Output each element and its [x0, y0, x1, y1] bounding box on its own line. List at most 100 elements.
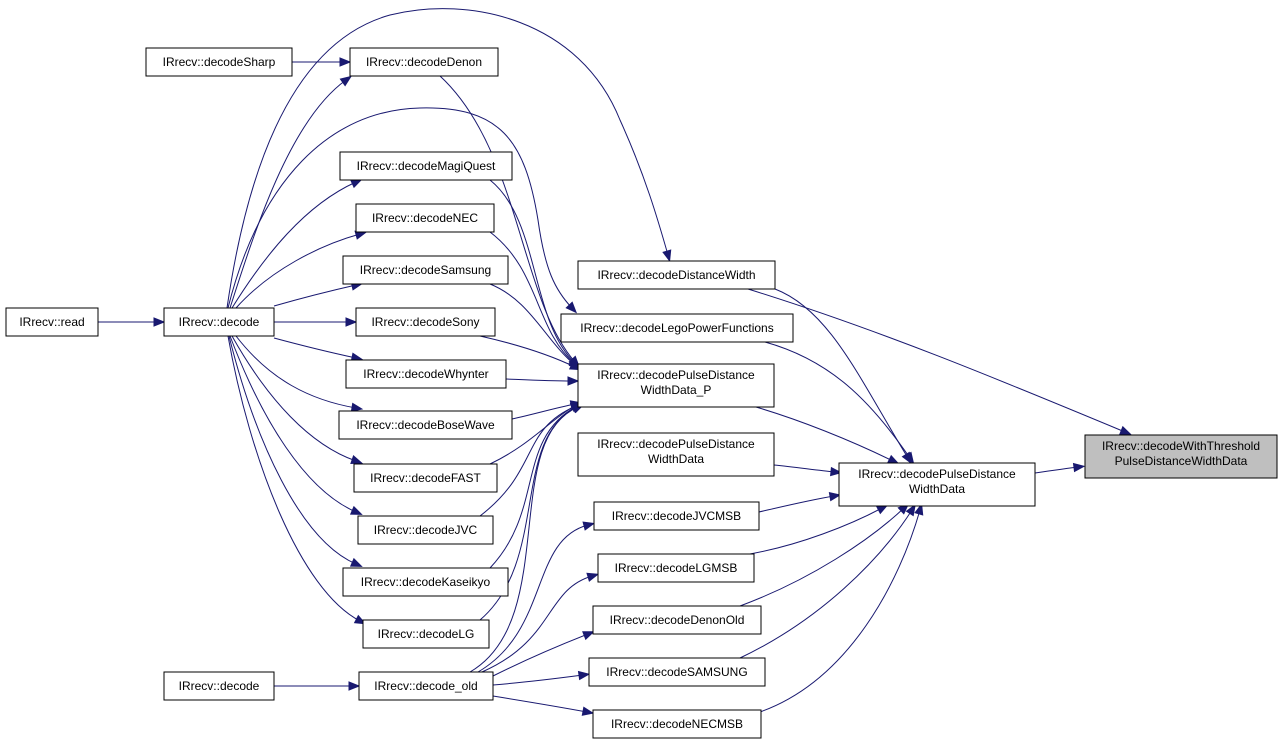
arrowhead-icon	[565, 301, 578, 314]
edge-decode-whynter-to-decode-pulse-distance-width-data-p	[505, 376, 580, 386]
edge-line	[747, 288, 1126, 433]
decode-sharp-node[interactable]: IRrecv::decodeSharp	[145, 47, 293, 77]
arrowhead-icon	[914, 502, 924, 516]
node-box	[1084, 434, 1278, 479]
decode-lg-node[interactable]: IRrecv::decodeLG	[362, 619, 490, 649]
arrowhead-icon	[350, 455, 363, 465]
node-box	[338, 410, 513, 440]
arrowhead-icon	[582, 521, 596, 531]
node-label: IRrecv::decodePulseDistance	[597, 368, 755, 382]
edge-decode-old-to-decode-jvcmsb	[477, 521, 596, 673]
node-box	[339, 151, 513, 181]
node-label: IRrecv::decodeKaseikyo	[361, 575, 491, 589]
node-box	[588, 657, 766, 687]
node-box	[145, 47, 293, 77]
node-box	[838, 462, 1036, 507]
edge-decode-old-to-decode-lgmsb	[481, 572, 600, 673]
edge-line	[758, 495, 835, 513]
edge-line	[489, 283, 576, 366]
edge-decode-to-decode-denon	[229, 75, 352, 309]
edge-line	[505, 378, 573, 382]
edge-line	[1034, 466, 1079, 474]
edge-line	[739, 509, 913, 659]
edge-line	[764, 341, 911, 459]
decode-samsung-node[interactable]: IRrecv::decodeSAMSUNG	[588, 657, 766, 687]
decode-whynter-node[interactable]: IRrecv::decodeWhynter	[345, 359, 507, 389]
edge-decode-to-decode-lego-power-functions	[227, 107, 578, 314]
arrowhead-icon	[349, 557, 363, 567]
edge-line	[489, 231, 576, 365]
node-label: IRrecv::decode_old	[374, 679, 477, 693]
edge-line	[469, 406, 579, 673]
node-label: IRrecv::decode	[179, 315, 260, 329]
edge-decode-to-decode-jvc	[229, 335, 363, 515]
decode-magi-quest-node[interactable]: IRrecv::decodeMagiQuest	[339, 151, 513, 181]
decode-distance-width-node[interactable]: IRrecv::decodeDistanceWidth	[577, 260, 776, 290]
arrowhead-icon	[886, 454, 900, 465]
decode-denon-old-node[interactable]: IRrecv::decodeDenonOld	[592, 605, 762, 635]
decode-node[interactable]: IRrecv::decode	[163, 307, 275, 337]
node-label: IRrecv::decodeLG	[378, 627, 475, 641]
read-node[interactable]: IRrecv::read	[5, 307, 99, 337]
arrowhead-icon	[1072, 462, 1086, 473]
decode-samsung-node[interactable]: IRrecv::decodeSamsung	[342, 255, 509, 285]
edge-decode-necmsb-to-decode-pulse-distance-width-data	[759, 502, 924, 713]
edge-decode-sharp-to-decode-denon	[292, 57, 352, 67]
node-box	[597, 553, 755, 583]
node-label: IRrecv::decodeWithThreshold	[1102, 439, 1260, 453]
edge-line	[273, 284, 357, 307]
decode-denon-node[interactable]: IRrecv::decodeDenon	[349, 47, 499, 77]
arrowhead-icon	[581, 706, 595, 716]
decode-fast-node[interactable]: IRrecv::decodeFAST	[353, 463, 498, 493]
edge-decode-old-to-decode-samsung	[492, 670, 591, 686]
decode-old-node[interactable]: IRrecv::decode_old	[358, 671, 494, 701]
edge-line	[235, 335, 357, 409]
decode-node-2[interactable]: IRrecv::decode	[163, 671, 275, 701]
arrowhead-icon	[339, 57, 352, 67]
decode-kaseikyo-node[interactable]: IRrecv::decodeKaseikyo	[342, 567, 509, 597]
decode-jvc-node[interactable]: IRrecv::decodeJVC	[357, 515, 494, 545]
node-box	[362, 619, 490, 649]
decode-bose-wave-node[interactable]: IRrecv::decodeBoseWave	[338, 410, 513, 440]
edge-line	[439, 75, 576, 363]
arrowhead-icon	[1119, 425, 1132, 435]
edge-line	[479, 335, 576, 368]
decode-nec-node[interactable]: IRrecv::decodeNEC	[355, 203, 495, 233]
decode-jvcmsb-node[interactable]: IRrecv::decodeJVCMSB	[593, 501, 760, 531]
node-box	[358, 671, 494, 701]
arrowhead-icon	[567, 376, 580, 386]
edge-line	[226, 8, 669, 309]
edge-decode-to-decode-kaseikyo	[228, 335, 363, 567]
decode-lgmsb-node[interactable]: IRrecv::decodeLGMSB	[597, 553, 755, 583]
node-label: IRrecv::decodeLegoPowerFunctions	[580, 321, 773, 335]
node-label: IRrecv::decodePulseDistance	[858, 467, 1016, 481]
node-box	[163, 307, 275, 337]
arrowhead-icon	[903, 451, 915, 464]
node-label: IRrecv::decodeLGMSB	[615, 561, 738, 575]
edge-read-to-decode	[98, 317, 166, 327]
node-label: IRrecv::decodeDistanceWidth	[597, 268, 755, 282]
edge-line	[477, 524, 589, 673]
node-label: WidthData	[648, 452, 704, 466]
arrowhead-icon	[582, 631, 595, 641]
decode-necmsb-node[interactable]: IRrecv::decodeNECMSB	[592, 709, 762, 739]
node-box	[577, 260, 776, 290]
edge-line	[511, 403, 576, 420]
node-label: IRrecv::decodeBoseWave	[356, 418, 495, 432]
decode-lego-power-functions-node[interactable]: IRrecv::decodeLegoPowerFunctions	[560, 313, 794, 343]
decode-sony-node[interactable]: IRrecv::decodeSony	[355, 307, 496, 337]
node-box	[342, 255, 509, 285]
node-box	[577, 363, 775, 408]
node-label: IRrecv::decodeDenon	[366, 55, 482, 69]
arrowhead-icon	[905, 503, 916, 517]
edge-line	[755, 406, 894, 462]
edge-decode-old-to-decode-denon-old	[492, 631, 595, 677]
edge-line	[739, 507, 905, 607]
edge-line	[229, 335, 357, 513]
node-box	[592, 709, 762, 739]
edge-decode-distance-width-to-decode-pulse-distance-width-data	[774, 288, 912, 465]
node-label: IRrecv::read	[19, 315, 84, 329]
